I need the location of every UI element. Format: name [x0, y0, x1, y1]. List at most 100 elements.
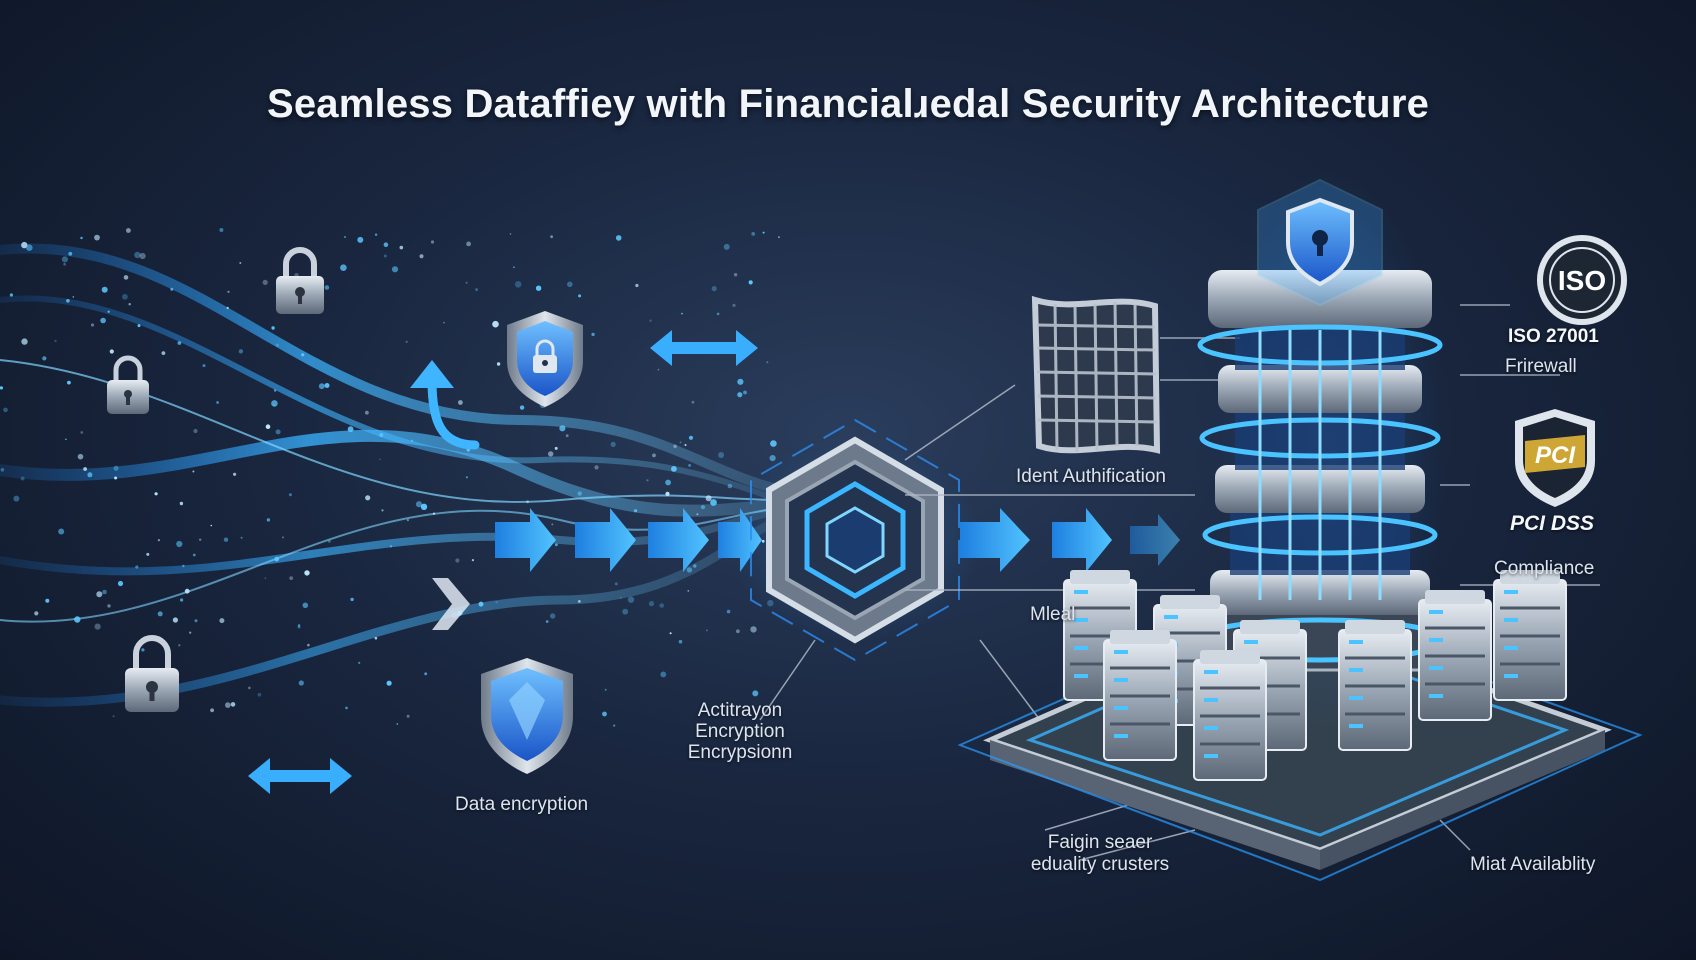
data-particle: [193, 428, 198, 434]
data-particle: [671, 466, 677, 472]
data-particle: [646, 479, 649, 482]
data-particle: [42, 356, 47, 361]
data-particle: [9, 293, 13, 297]
data-particle: [711, 286, 717, 292]
data-particle: [733, 273, 738, 277]
data-particle: [660, 671, 667, 678]
data-particle: [649, 319, 652, 322]
data-particle: [635, 283, 639, 288]
data-particle: [519, 405, 525, 410]
data-particle: [687, 590, 690, 592]
data-particle: [289, 576, 294, 580]
label-mleal: Mleal: [1030, 604, 1076, 625]
data-particle: [691, 400, 695, 404]
data-particle: [3, 407, 8, 413]
data-particle: [227, 290, 230, 293]
data-particle: [154, 492, 158, 496]
data-particle: [615, 235, 622, 241]
data-particle: [0, 468, 5, 472]
data-particle: [374, 636, 378, 640]
data-particle: [102, 589, 107, 595]
data-particle: [673, 444, 677, 449]
data-particle: [180, 598, 184, 602]
data-particle: [288, 493, 292, 497]
data-particle: [83, 467, 87, 471]
data-particle: [657, 368, 660, 371]
data-particle: [265, 424, 271, 430]
data-particle: [87, 472, 93, 478]
lock-icon: [107, 355, 149, 414]
connector-lines: [759, 304, 1600, 861]
server-unit-icon: [1418, 590, 1492, 721]
data-particle: [443, 321, 445, 324]
data-particle: [324, 383, 330, 388]
flow-arrows-left: [495, 508, 762, 572]
data-particle: [555, 543, 558, 547]
data-particle: [179, 501, 184, 506]
data-particle: [705, 629, 708, 632]
data-particle: [100, 317, 106, 324]
data-particle: [379, 458, 381, 461]
pci-badge-text: PCI: [1535, 442, 1576, 469]
double-arrow-icon: [650, 330, 758, 366]
data-particle: [134, 251, 141, 259]
data-particle: [74, 616, 81, 623]
data-particle: [271, 400, 278, 407]
data-particle: [318, 383, 325, 390]
data-particle: [45, 598, 50, 603]
data-particle: [466, 241, 471, 247]
data-particle: [67, 380, 71, 385]
data-particle: [275, 429, 281, 435]
data-particle: [513, 266, 515, 269]
data-particle: [114, 476, 118, 480]
data-particle: [752, 690, 759, 697]
shield-lock-icon: [507, 311, 583, 407]
label-ident-authentication: Ident Authification: [1016, 466, 1166, 487]
data-particle: [405, 340, 408, 343]
shield-icon: [1257, 178, 1383, 307]
data-particle: [192, 553, 196, 557]
data-particle: [613, 724, 616, 727]
data-particle: [146, 552, 150, 556]
data-particle: [230, 702, 236, 707]
data-particle: [634, 509, 638, 513]
data-particle: [627, 596, 635, 603]
data-particle: [602, 711, 607, 717]
data-particle: [716, 312, 720, 316]
data-particle: [210, 524, 213, 527]
server-unit-icon: [1103, 630, 1177, 761]
data-particle: [604, 688, 607, 691]
data-particle: [302, 602, 309, 609]
data-particle: [399, 245, 404, 250]
data-particle: [727, 483, 733, 489]
label-data-encryption: Data encryption: [455, 794, 589, 815]
data-particle: [420, 503, 428, 510]
data-particle: [239, 262, 242, 264]
data-particle: [391, 266, 399, 273]
data-particle: [550, 235, 553, 239]
data-particle: [307, 643, 310, 647]
data-particle: [0, 386, 3, 390]
data-particle: [762, 231, 765, 234]
data-particle: [189, 631, 192, 634]
data-particle: [271, 326, 275, 330]
data-particle: [94, 234, 100, 241]
data-particle: [415, 501, 423, 508]
data-particle: [117, 580, 124, 587]
data-particle: [567, 281, 573, 288]
data-particle: [248, 686, 251, 690]
label-activation-encryption-3: Encrypsionn: [687, 742, 793, 763]
data-particle: [681, 312, 683, 315]
server-unit-icon: [1193, 650, 1267, 781]
data-particle: [769, 455, 776, 462]
data-particle: [34, 611, 39, 616]
data-particle: [113, 465, 119, 471]
up-arrow-icon: [410, 360, 480, 450]
data-particle: [365, 495, 371, 501]
data-particle: [548, 451, 554, 457]
label-firewall: Frirewall: [1505, 356, 1577, 377]
data-particle: [684, 444, 687, 446]
data-particle: [226, 306, 229, 310]
data-particle: [696, 513, 699, 516]
